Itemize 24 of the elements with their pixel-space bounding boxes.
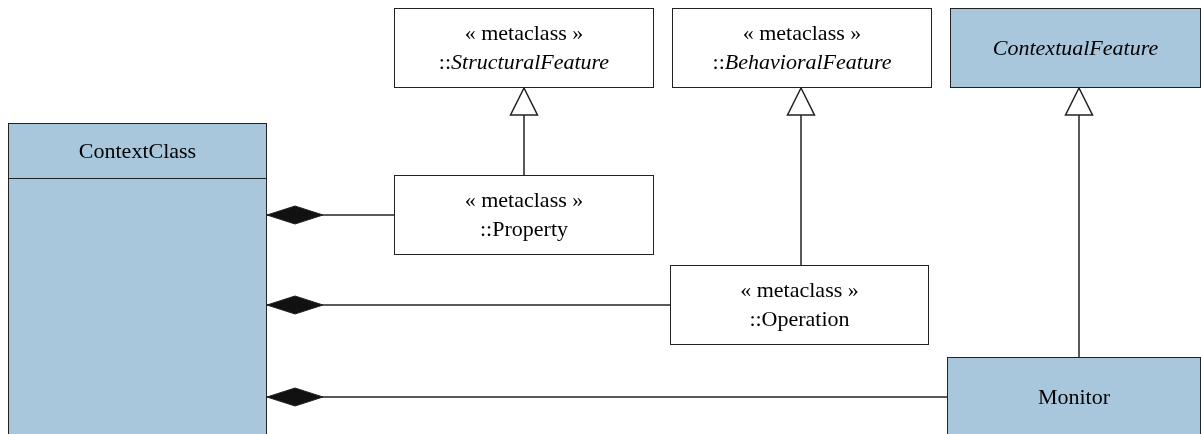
class-label: ::StructuralFeature (438, 48, 610, 76)
class-label: « metaclass » (464, 19, 584, 48)
class-box (394, 175, 654, 255)
class-box (672, 8, 932, 88)
class-label: « metaclass » (742, 19, 862, 48)
class-box (950, 8, 1201, 88)
class-label: « metaclass » (464, 186, 584, 215)
composition-line (266, 205, 395, 225)
class-box (8, 123, 267, 434)
class-label: ::BehavioralFeature (712, 48, 892, 76)
generalization-arrow (509, 87, 539, 176)
class-label: ContextClass (78, 136, 197, 165)
class-label: Monitor (1037, 382, 1111, 411)
class-box (394, 8, 654, 88)
class-box (947, 357, 1201, 434)
generalization-arrow (1064, 87, 1094, 358)
class-label: « metaclass » (740, 276, 859, 305)
class-label: ContextualFeature (992, 33, 1159, 62)
class-box (670, 265, 929, 345)
class-label: ::Property (480, 215, 568, 243)
generalization-arrow (786, 87, 816, 266)
class-label: ::Operation (749, 305, 850, 333)
composition-line (266, 295, 671, 315)
composition-line (266, 387, 948, 407)
